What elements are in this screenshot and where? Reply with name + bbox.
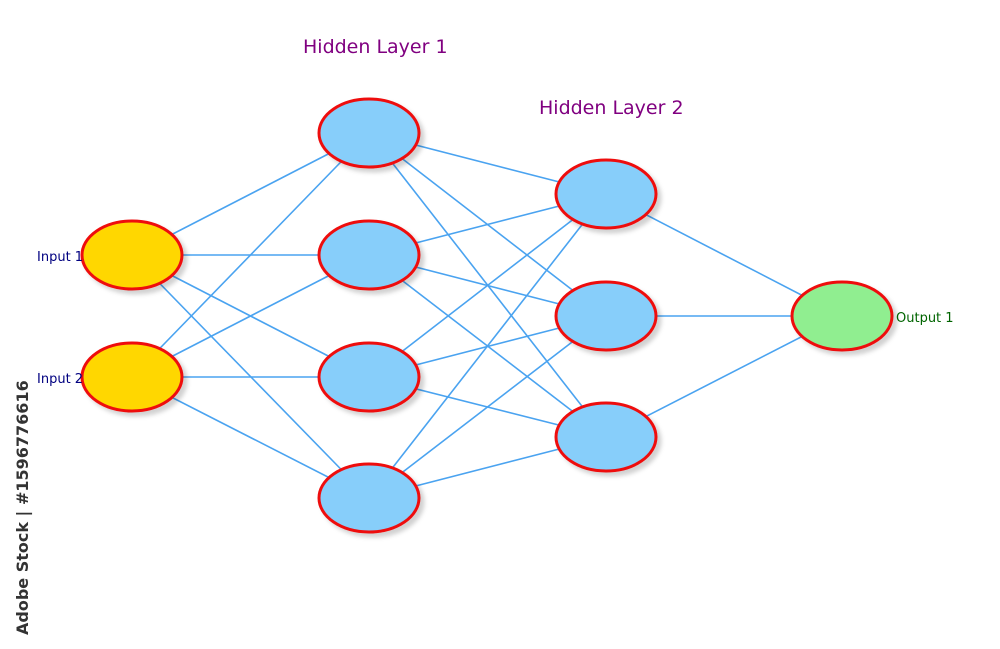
hidden2-node-3: [554, 401, 658, 473]
hidden2-node-2: [554, 280, 658, 352]
input-2-label: Input 2: [37, 372, 83, 387]
edge-hidden1-3-to-hidden2-1: [368, 193, 607, 378]
hidden2-node-1: [554, 158, 658, 230]
input-node-2: [80, 341, 184, 413]
hidden1-node-4: [317, 462, 421, 534]
output-node-1: [790, 280, 894, 352]
neurons: [80, 97, 894, 534]
edge-input-2-to-hidden1-1: [131, 132, 370, 378]
edge-hidden1-4-to-hidden2-2: [368, 315, 607, 499]
hidden1-node-2: [317, 219, 421, 291]
hidden1-node-1: [317, 97, 421, 169]
connections: [131, 132, 843, 499]
output-1-label: Output 1: [896, 311, 954, 326]
hidden-layer-2-title: Hidden Layer 2: [539, 97, 684, 119]
hidden1-node-3: [317, 341, 421, 413]
edge-hidden1-4-to-hidden2-1: [368, 193, 607, 499]
hidden-layer-1-title: Hidden Layer 1: [303, 36, 448, 58]
watermark-text: Adobe Stock | #1596776616: [13, 380, 33, 635]
input-node-1: [80, 219, 184, 291]
input-1-label: Input 1: [37, 250, 83, 265]
